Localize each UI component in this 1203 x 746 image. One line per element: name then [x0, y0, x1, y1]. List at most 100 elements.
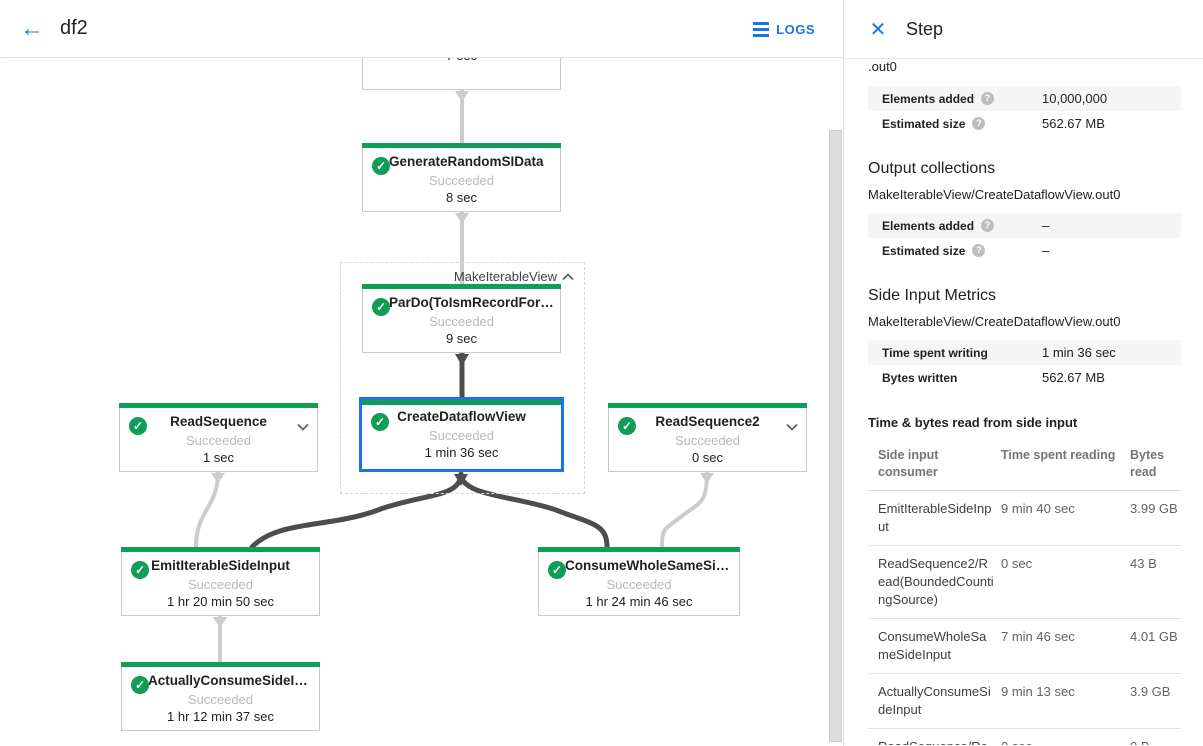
- chevron-down-icon[interactable]: [297, 418, 309, 436]
- composite-group-makeiterableview: MakeIterableView: [340, 262, 585, 494]
- panel-header: ✕ Step: [844, 0, 1203, 59]
- graph-edges: [194, 90, 714, 662]
- back-button[interactable]: ←: [12, 9, 52, 49]
- bytes-read: 3.99 GB: [1130, 501, 1178, 516]
- side-input-consumer: ConsumeWholeSameSideInput: [878, 629, 987, 662]
- group-label[interactable]: MakeIterableView: [454, 269, 574, 284]
- help-icon[interactable]: ?: [981, 219, 995, 232]
- table-row: ConsumeWholeSameSideInput 7 min 46 sec 4…: [868, 619, 1181, 674]
- metric-value: 10,000,000: [1042, 91, 1108, 106]
- group-label-text: MakeIterableView: [453, 269, 557, 284]
- step-status: Succeeded: [428, 314, 495, 329]
- metric-row: Elements added ? 10,000,000: [868, 86, 1181, 111]
- chevron-down-icon[interactable]: [786, 418, 798, 436]
- step-duration: 8 sec: [445, 190, 478, 205]
- help-icon[interactable]: ?: [972, 117, 986, 130]
- step-status: Succeeded: [187, 692, 254, 707]
- check-circle-icon: ✓: [372, 298, 390, 316]
- step-title: CreateDataflowView: [397, 409, 526, 424]
- help-icon[interactable]: ?: [981, 92, 995, 105]
- logs-button[interactable]: LOGS: [753, 0, 815, 58]
- step-title: ConsumeWholeSameSi…: [565, 558, 730, 573]
- time-spent-reading: 0 sec: [1001, 738, 1124, 745]
- time-spent-reading: 9 min 40 sec: [1001, 501, 1075, 516]
- step-status: Succeeded: [606, 577, 672, 592]
- metric-row: Elements added ? –: [868, 213, 1181, 238]
- status-bar: [608, 403, 807, 408]
- bytes-read: 0 B: [1130, 738, 1181, 745]
- job-title: df2: [60, 17, 88, 39]
- step-duration: 1 hr 20 min 50 sec: [167, 594, 274, 609]
- step-node-createdataflowview-selected[interactable]: ✓ CreateDataflowView Succeeded 1 min 36 …: [359, 397, 564, 472]
- step-node-pardo-toismrecord[interactable]: ✓ ParDo(ToIsmRecordFor… Succeeded 9 sec: [362, 284, 561, 353]
- side-input-read-table: Side input consumer Time spent reading B…: [868, 438, 1181, 745]
- step-title: ReadSequence: [170, 414, 267, 429]
- step-title: ParDo(ToIsmRecordFor…: [389, 295, 554, 310]
- step-node-clipped-top[interactable]: Succeeded 7 sec: [362, 58, 561, 90]
- close-panel-button[interactable]: ✕: [858, 9, 898, 49]
- status-bar: [119, 403, 318, 408]
- column-header: Side input consumer: [878, 448, 939, 479]
- clipped-collection-name: .out0: [868, 59, 897, 74]
- check-circle-icon: ✓: [372, 157, 390, 175]
- step-duration: 0 sec: [691, 450, 724, 465]
- close-icon: ✕: [869, 18, 887, 41]
- step-node-generaterandomsidata[interactable]: ✓ GenerateRandomSIData Succeeded 8 sec: [362, 143, 561, 212]
- panel-body[interactable]: .out0 Elements added ? 10,000,000 Estima…: [844, 59, 1203, 745]
- side-input-consumer: ReadSequence2/Read(BoundedCountingSource…: [878, 556, 994, 607]
- metric-row: Estimated size ? 562.67 MB: [868, 111, 1181, 136]
- chevron-up-icon: [562, 272, 574, 280]
- step-duration: 7 sec: [363, 58, 560, 65]
- side-input-read-heading: Time & bytes read from side input: [868, 415, 1078, 430]
- step-duration: 9 sec: [445, 331, 478, 346]
- step-status: Succeeded: [187, 577, 254, 592]
- side-input-metrics-heading: Side Input Metrics: [868, 287, 997, 304]
- step-title: ActuallyConsumeSideI…: [148, 673, 308, 688]
- check-circle-icon: ✓: [131, 676, 149, 694]
- step-title: GenerateRandomSIData: [389, 154, 544, 169]
- time-spent-reading: 0 sec: [1001, 556, 1033, 571]
- step-details-panel: ✕ Step .out0 Elements added ? 10,000,000…: [843, 0, 1203, 746]
- check-circle-icon: ✓: [129, 417, 147, 435]
- pipeline-graph[interactable]: MakeIterableView Succeeded 7 sec ✓ Gener…: [0, 58, 843, 746]
- metric-label: Elements added: [882, 91, 975, 106]
- help-icon[interactable]: ?: [972, 244, 986, 257]
- side-input-collection-name: MakeIterableView/CreateDataflowView.out0: [868, 314, 1121, 329]
- input-collection-metrics: Elements added ? 10,000,000 Estimated si…: [868, 86, 1181, 136]
- step-duration: 1 sec: [202, 450, 235, 465]
- metric-value: 562.67 MB: [1042, 116, 1105, 131]
- output-collections-heading: Output collections: [868, 160, 996, 177]
- time-spent-reading: 9 min 13 sec: [1001, 684, 1075, 699]
- metric-row: Bytes written 562.67 MB: [868, 365, 1181, 390]
- output-collection-metrics: Elements added ? – Estimated size ? –: [868, 213, 1181, 263]
- metric-label: Estimated size: [882, 116, 966, 131]
- step-duration: 1 hr 24 min 46 sec: [585, 594, 693, 609]
- bytes-read: 4.01 GB: [1130, 629, 1178, 644]
- status-bar: [121, 662, 320, 667]
- metric-value: –: [1042, 218, 1050, 233]
- graph-vertical-scrollbar[interactable]: [829, 130, 842, 742]
- step-node-readsequence2[interactable]: ✓ ReadSequence2 Succeeded 0 sec: [608, 403, 807, 472]
- metric-label: Time spent writing: [882, 345, 988, 360]
- step-node-readsequence[interactable]: ✓ ReadSequence Succeeded 1 sec: [119, 403, 318, 472]
- column-header: Time spent reading: [1001, 448, 1116, 462]
- bytes-read: 3.9 GB: [1130, 684, 1171, 699]
- step-node-consumewholesamesideinput[interactable]: ✓ ConsumeWholeSameSi… Succeeded 1 hr 24 …: [538, 547, 740, 616]
- step-duration: 1 min 36 sec: [424, 445, 499, 460]
- side-input-consumer: ReadSequence/Read(BoundedCountingSource): [878, 738, 995, 745]
- panel-title: Step: [906, 18, 944, 39]
- time-spent-reading: 7 min 46 sec: [1001, 629, 1075, 644]
- step-node-actuallyconsumesideinput[interactable]: ✓ ActuallyConsumeSideI… Succeeded 1 hr 1…: [121, 662, 320, 731]
- metric-value: 1 min 36 sec: [1042, 345, 1116, 360]
- logs-list-icon: [753, 21, 770, 37]
- step-status: Succeeded: [674, 433, 741, 448]
- metric-label: Bytes written: [882, 370, 958, 385]
- column-header: Bytes read: [1130, 448, 1165, 479]
- step-title: ReadSequence2: [655, 414, 760, 429]
- check-circle-icon: ✓: [548, 561, 566, 579]
- status-bar: [538, 547, 740, 552]
- step-status: Succeeded: [428, 428, 495, 443]
- logs-button-label: LOGS: [776, 21, 815, 37]
- step-node-emititerablesideinput[interactable]: ✓ EmitIterableSideInput Succeeded 1 hr 2…: [121, 547, 320, 616]
